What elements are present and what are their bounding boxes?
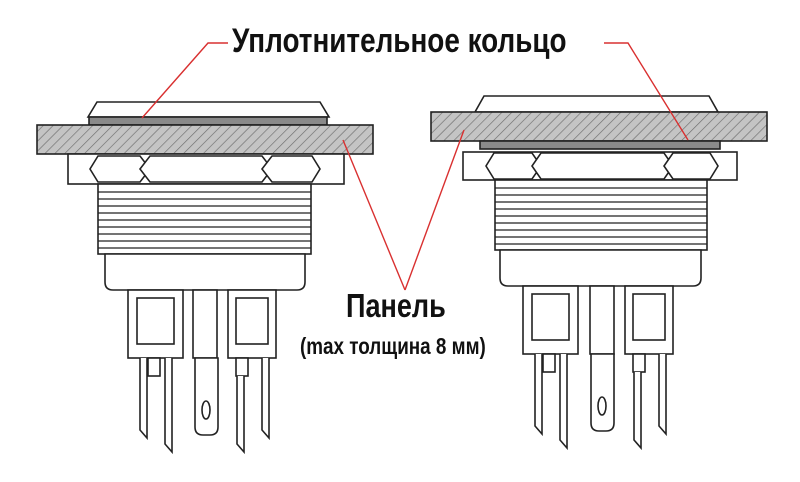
panel-thickness-note: (max толщина 8 мм) [300,333,486,359]
seal-leader-left [141,42,228,119]
left-base [104,253,306,291]
right-base [499,249,702,287]
left-panel [36,124,374,155]
right-bezel [473,95,720,113]
right-panel [430,111,768,142]
right-switch [430,95,768,451]
left-threaded-body [97,183,312,255]
panel-leader-right [404,129,465,291]
left-hex-nut [67,153,345,185]
right-terminals [522,285,674,451]
seal-ring-label: Уплотнительное кольцо [232,22,567,60]
left-terminals [127,289,277,455]
left-seal-ring [88,116,328,126]
right-seal-ring [479,140,721,150]
seal-leader-right [604,42,689,141]
left-switch [36,101,374,455]
left-bezel [86,101,331,118]
panel-label: Панель [346,287,446,324]
right-hex-nut [462,151,738,181]
right-threaded-body [494,179,708,251]
leader-lines [141,42,689,291]
panel-leader-left [342,139,406,291]
